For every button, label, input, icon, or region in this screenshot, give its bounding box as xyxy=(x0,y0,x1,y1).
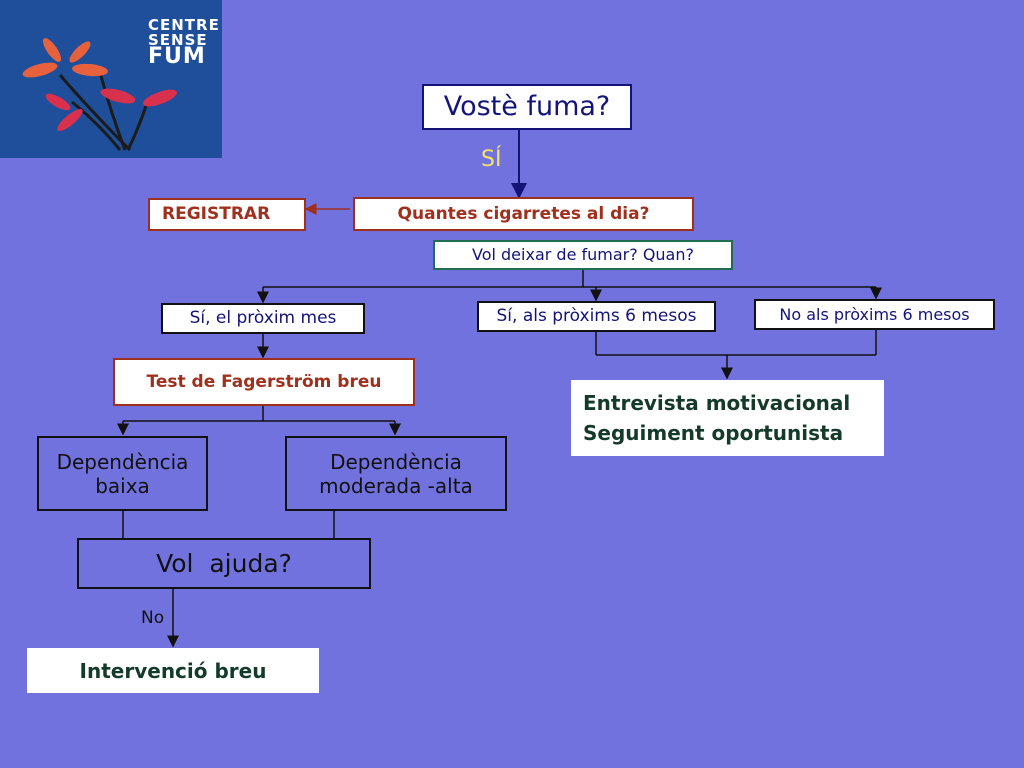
label-yes: SÍ xyxy=(481,147,502,172)
help-question-text: Vol ajuda? xyxy=(156,548,292,578)
quit-question-box: Vol deixar de fumar? Quan? xyxy=(433,240,733,270)
option-six-months-text: Sí, als pròxims 6 mesos xyxy=(496,306,697,327)
dependency-high-line-2: moderada -alta xyxy=(319,473,473,498)
arrows-quit-to-options xyxy=(257,270,882,304)
motivational-line-2: Seguiment oportunista xyxy=(583,421,844,445)
quit-question-text: Vol deixar de fumar? Quan? xyxy=(472,245,694,265)
flowers-illustration xyxy=(22,38,178,152)
option-no-six-months-text: No als pròxims 6 mesos xyxy=(779,304,970,324)
cigarettes-box: Quantes cigarretes al dia? xyxy=(353,197,694,231)
question-smoke-box: Vostè fuma? xyxy=(422,84,632,130)
dependency-high-box: Dependència moderada -alta xyxy=(285,436,507,511)
logo-line-1: CENTRE xyxy=(148,16,220,34)
option-no-six-months-box: No als pròxims 6 mesos xyxy=(754,299,995,330)
fagerstrom-test-box: Test de Fagerström breu xyxy=(113,358,415,406)
fagerstrom-test-text: Test de Fagerström breu xyxy=(146,371,382,392)
question-smoke-text: Vostè fuma? xyxy=(443,90,611,122)
brief-intervention-box: Intervenció breu xyxy=(27,648,319,693)
register-box: REGISTRAR xyxy=(148,198,306,231)
brief-intervention-text: Intervenció breu xyxy=(79,658,267,683)
logo-line-2: SENSE xyxy=(148,31,208,49)
option-six-months-box: Sí, als pròxims 6 mesos xyxy=(477,301,716,332)
register-text: REGISTRAR xyxy=(162,204,271,225)
dependency-low-line-1: Dependència xyxy=(56,449,189,474)
dependency-low-box: Dependència baixa xyxy=(37,436,208,511)
dependency-low-line-2: baixa xyxy=(95,473,150,498)
logo-line-3: FUM xyxy=(148,44,206,69)
centre-sense-fum-logo: CENTRE SENSE FUM xyxy=(0,0,222,158)
option-next-month-text: Sí, el pròxim mes xyxy=(189,308,337,329)
motivational-interview-box: Entrevista motivacional Seguiment oportu… xyxy=(571,380,884,456)
cigarettes-text: Quantes cigarretes al dia? xyxy=(397,203,650,224)
motivational-line-1: Entrevista motivacional xyxy=(583,391,851,415)
label-no: No xyxy=(141,608,165,628)
help-question-box: Vol ajuda? xyxy=(77,538,371,589)
arrows-test-to-dependency xyxy=(117,406,401,436)
option-next-month-box: Sí, el pròxim mes xyxy=(161,303,365,334)
dependency-high-line-1: Dependència xyxy=(330,449,462,474)
arrows-options-to-motivational xyxy=(595,330,877,380)
